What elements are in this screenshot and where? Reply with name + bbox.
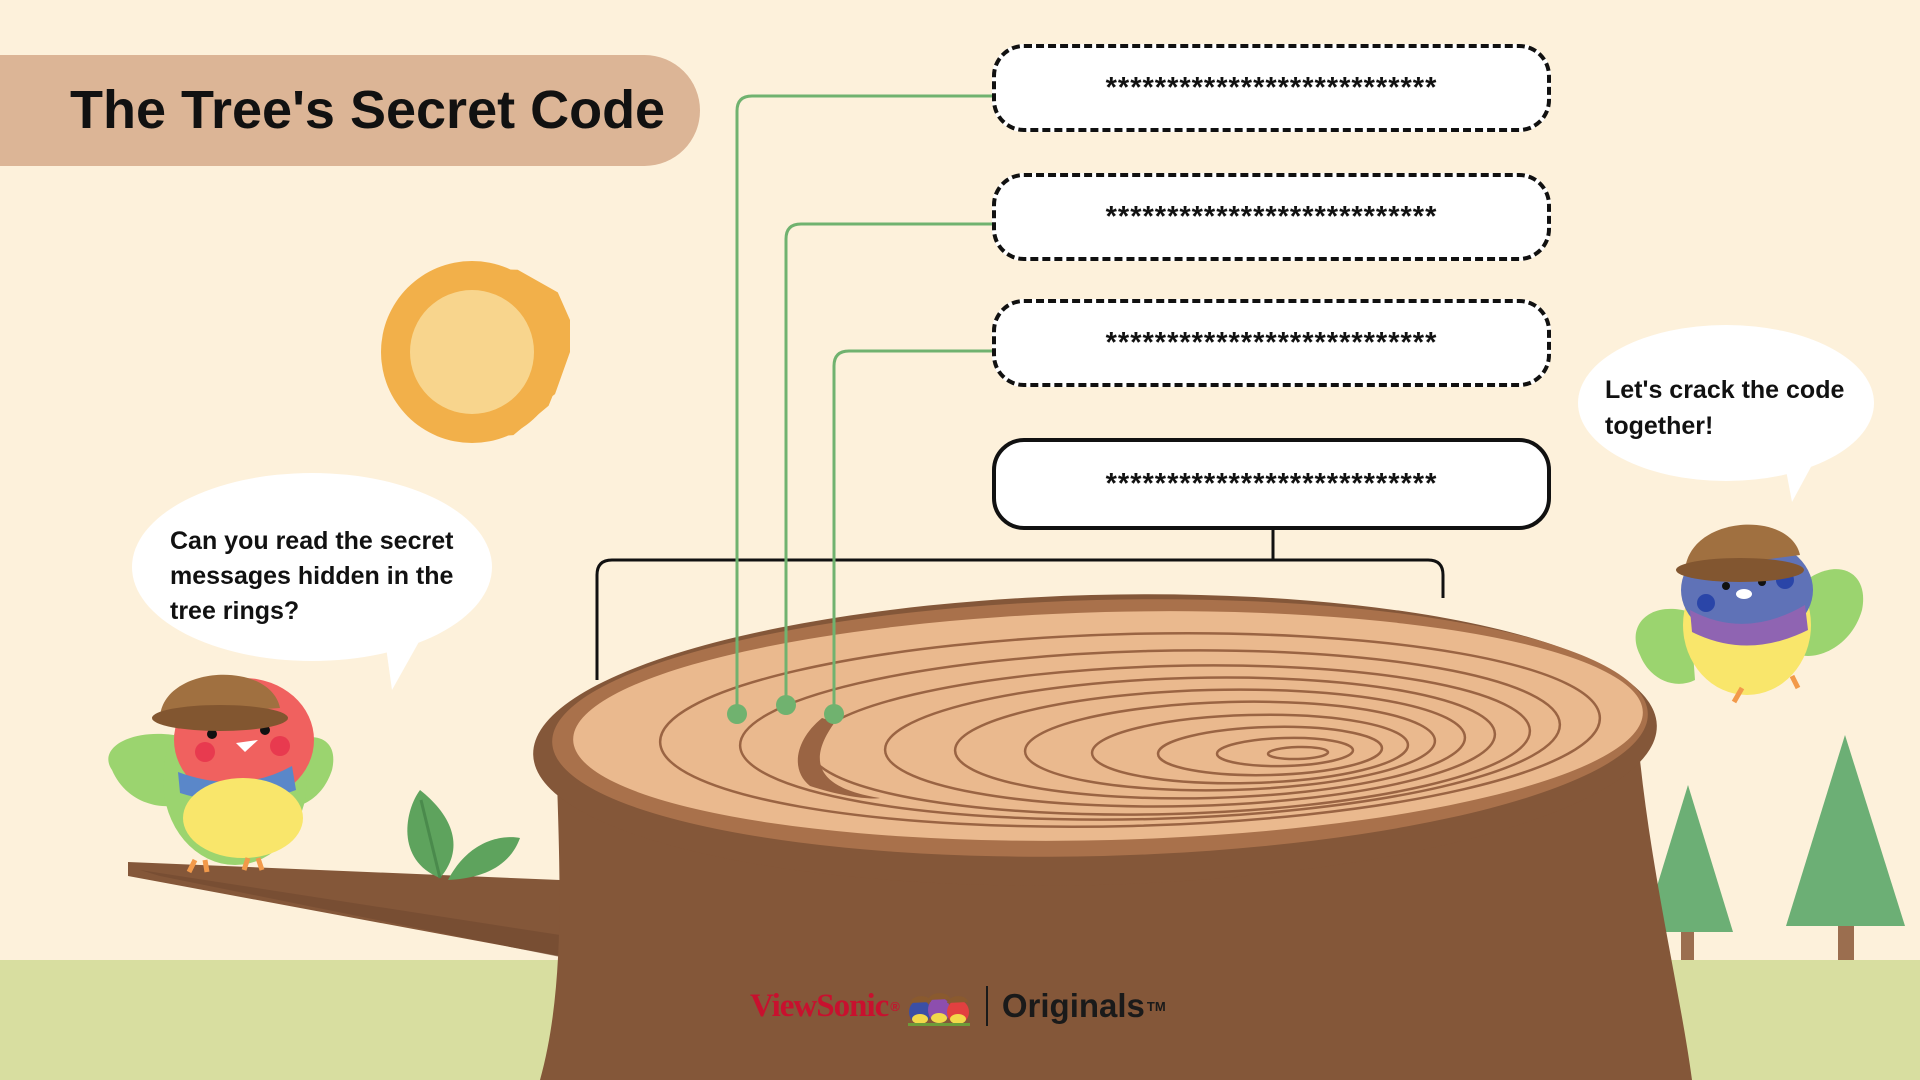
page-title: The Tree's Secret Code [70,80,666,140]
sun-icon [381,261,570,443]
speech-bubble [132,473,492,690]
brand-logo: ViewSonic ® Originals TM [750,982,1166,1030]
secret-code-text: *************************** [1105,467,1438,500]
speech-bubble [1578,325,1874,502]
leaf-icon [407,790,520,880]
bubble-left-text: Can you read the secret messages hidden … [170,527,454,625]
brand-separator [985,986,988,1026]
secret-code-text: *************************** [1105,71,1438,104]
pine-tree-icon [1786,735,1905,960]
pine-tree-icon [1643,785,1733,960]
ring-marker [776,695,796,715]
secret-code-box-1: *************************** [992,44,1551,132]
red-bird-explorer [108,674,334,874]
ring-connectors [735,94,992,714]
secret-code-text: *************************** [1105,326,1438,359]
secret-code-box-4: *************************** [992,438,1551,530]
bubble-right-text: Let's crack the code together! [1605,376,1845,440]
brand-trademark: TM [1146,998,1166,1014]
ring-marker [824,704,844,724]
ring-marker [727,704,747,724]
blue-bird-explorer [1635,524,1864,704]
secret-code-text: *************************** [1105,200,1438,233]
secret-code-box-2: *************************** [992,173,1551,261]
brand-name: ViewSonic [750,987,889,1024]
stump-top [533,594,1657,886]
title-banner: The Tree's Secret Code [0,55,700,166]
secret-code-box-3: *************************** [992,299,1551,387]
stump-bracket [595,558,1445,680]
brand-registered-mark: ® [890,998,900,1014]
brand-subtitle: Originals [1001,987,1145,1024]
brand-birds-icon [907,993,970,1026]
